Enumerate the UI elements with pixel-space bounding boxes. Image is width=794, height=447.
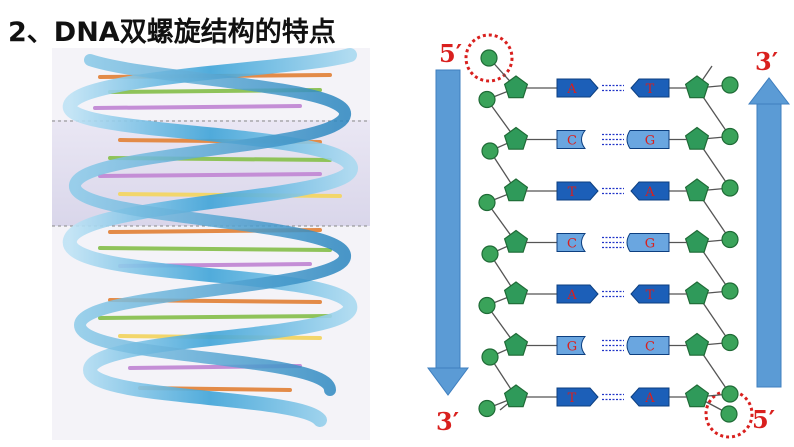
- right-sugar: [684, 178, 710, 202]
- right-backbone: [684, 65, 739, 423]
- left-phosphate: [481, 245, 499, 263]
- left-bottom-label: 3′: [436, 407, 459, 436]
- right-top-label: 3′: [755, 47, 778, 76]
- left-sugar: [503, 126, 529, 150]
- right-bottom-label: 5′: [752, 405, 775, 434]
- right-sugar: [684, 281, 710, 305]
- right-base-letter: G: [645, 237, 655, 252]
- right-phosphate: [721, 230, 739, 249]
- right-base: [630, 78, 670, 98]
- page-title: 2、DNA双螺旋结构的特点: [8, 17, 336, 48]
- right-base-letter: A: [644, 185, 655, 200]
- left-base-letter: G: [567, 340, 577, 355]
- right-phosphate: [721, 282, 739, 300]
- left-base-letter: A: [566, 82, 577, 97]
- right-sugar: [684, 75, 710, 99]
- left-backbone: [478, 49, 529, 418]
- right-base-letter: T: [646, 288, 655, 303]
- right-base: [630, 181, 670, 201]
- left-phosphate: [478, 296, 496, 315]
- left-phosphate: [478, 90, 496, 109]
- right-base-letter: A: [644, 391, 655, 406]
- left-base: [556, 181, 599, 201]
- left-base: [556, 336, 587, 355]
- left-phosphate: [478, 193, 496, 212]
- right-sugar: [684, 384, 710, 408]
- right-sugar: [684, 126, 710, 150]
- left-phosphate: [481, 348, 499, 366]
- left-base: [556, 387, 599, 407]
- right-base: [626, 233, 670, 252]
- five-prime-highlight-top: [464, 33, 514, 83]
- left-base-letter: C: [567, 237, 577, 252]
- right-base: [630, 387, 670, 407]
- right-base-letter: C: [645, 340, 655, 355]
- right-phosphate: [721, 333, 739, 352]
- left-sugar: [503, 75, 529, 99]
- left-base-letter: A: [566, 288, 577, 303]
- right-phosphate: [721, 385, 739, 403]
- right-base: [630, 284, 670, 304]
- left-sugar: [503, 384, 529, 408]
- right-base-letter: G: [645, 134, 655, 149]
- right-sugar: [684, 332, 710, 356]
- right-base: [626, 336, 670, 355]
- left-base: [556, 233, 587, 252]
- right-phosphate: [721, 76, 739, 94]
- right-sugar: [684, 229, 710, 253]
- right-base: [626, 130, 670, 149]
- left-base-letter: C: [567, 134, 577, 149]
- right-phosphate: [721, 179, 739, 197]
- left-sugar: [503, 332, 529, 356]
- base-pairs: A T C G T A C G A T G C T A: [526, 78, 687, 407]
- left-base: [556, 130, 587, 149]
- left-phosphate: [481, 142, 499, 160]
- right-phosphate: [720, 405, 738, 423]
- left-sugar: [503, 281, 529, 305]
- helix-illustration: [52, 48, 370, 440]
- left-strand-arrow: [427, 69, 469, 396]
- left-phosphate: [480, 49, 498, 67]
- left-base-letter: T: [568, 185, 577, 200]
- five-prime-highlight-bottom: [704, 389, 754, 439]
- left-base: [556, 78, 599, 98]
- left-top-label: 5′: [439, 39, 462, 68]
- right-base-letter: T: [646, 82, 655, 97]
- left-base: [556, 284, 599, 304]
- left-sugar: [503, 178, 529, 202]
- right-strand-arrow: [747, 77, 791, 388]
- left-sugar: [503, 229, 529, 253]
- left-base-letter: T: [568, 391, 577, 406]
- right-phosphate: [721, 127, 739, 146]
- left-phosphate: [478, 399, 496, 418]
